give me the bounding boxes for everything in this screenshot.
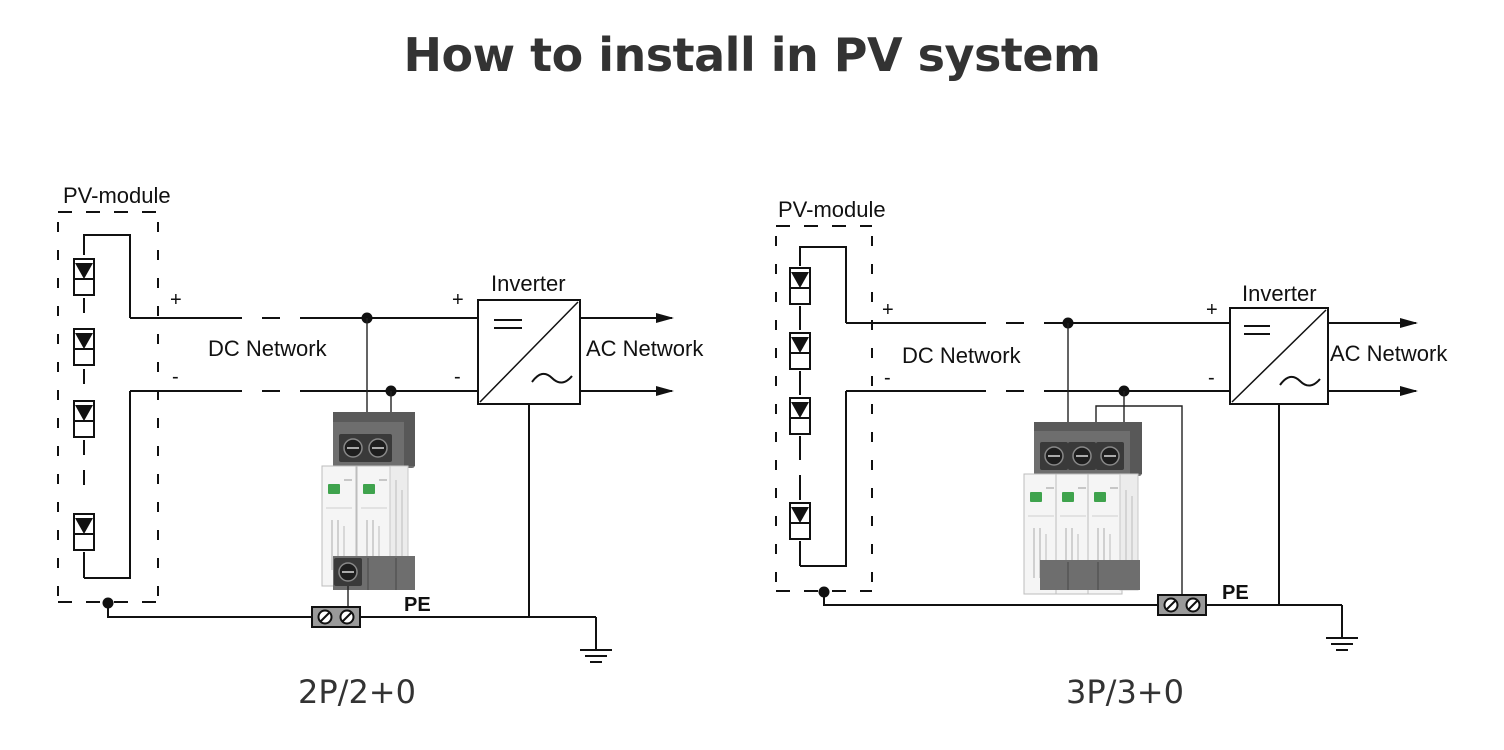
inverter bbox=[1229, 307, 1329, 405]
pv-module-label: PV-module bbox=[63, 183, 171, 208]
plus-sign: + bbox=[882, 299, 894, 321]
ac-network-label: AC Network bbox=[586, 336, 704, 361]
inverter-label: Inverter bbox=[491, 271, 566, 296]
pv-cell-icon bbox=[789, 397, 811, 435]
plus-sign: + bbox=[1206, 299, 1218, 321]
minus-sign: - bbox=[172, 366, 179, 388]
pv-cell-icon bbox=[789, 267, 811, 305]
minus-sign: - bbox=[454, 366, 461, 388]
pv-module-frame bbox=[775, 225, 873, 592]
plus-sign: + bbox=[170, 289, 182, 311]
minus-sign: - bbox=[884, 367, 891, 389]
pv-cell-icon bbox=[73, 328, 95, 366]
pv-string bbox=[73, 234, 131, 579]
pv-cell-icon bbox=[789, 502, 811, 540]
pv-cell-icon bbox=[73, 513, 95, 551]
pv-module-label: PV-module bbox=[778, 197, 886, 222]
page-title: How to install in PV system bbox=[403, 28, 1101, 82]
inverter-label: Inverter bbox=[1242, 281, 1317, 306]
diagram-3p: PV-module + - + - D bbox=[775, 197, 1448, 711]
spd-device-3p bbox=[1023, 422, 1142, 595]
pv-string bbox=[789, 246, 847, 567]
diagram-2p: PV-module + - + - bbox=[57, 183, 704, 711]
diagram-caption: 2P/2+0 bbox=[298, 673, 416, 711]
ground-icon bbox=[1325, 619, 1359, 651]
pe-terminal-block bbox=[311, 606, 361, 628]
ac-network-label: AC Network bbox=[1330, 341, 1448, 366]
inverter bbox=[477, 299, 581, 405]
pe-label: PE bbox=[1222, 582, 1249, 604]
pv-cell-icon bbox=[73, 258, 95, 296]
dc-network-label: DC Network bbox=[208, 336, 328, 361]
diagram-caption: 3P/3+0 bbox=[1066, 673, 1184, 711]
pv-cell-icon bbox=[789, 332, 811, 370]
dc-network-label: DC Network bbox=[902, 343, 1022, 368]
plus-sign: + bbox=[452, 289, 464, 311]
pv-cell-icon bbox=[73, 400, 95, 438]
pe-label: PE bbox=[404, 594, 431, 616]
pe-terminal-block bbox=[1157, 594, 1207, 616]
ground-icon bbox=[579, 631, 613, 663]
pv-module-frame bbox=[57, 211, 159, 603]
spd-device-2p bbox=[321, 412, 415, 590]
minus-sign: - bbox=[1208, 367, 1215, 389]
